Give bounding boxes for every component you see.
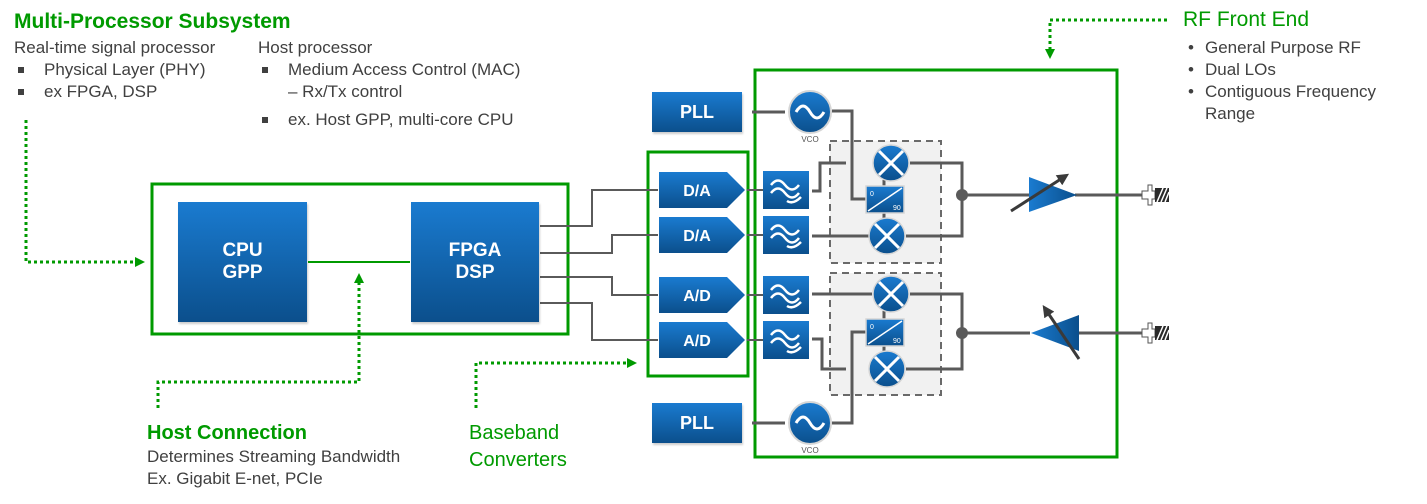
phase-rx-90-label: 90 bbox=[893, 338, 901, 345]
host-connection-line: Determines Streaming Bandwidth bbox=[147, 447, 401, 466]
realtime-item: Physical Layer (PHY) bbox=[14, 59, 215, 81]
converter-ad-2-label: A/D bbox=[683, 333, 711, 350]
mixer-icon bbox=[868, 350, 906, 388]
multi-processor-enclosure bbox=[150, 182, 570, 336]
filter-icon bbox=[763, 276, 809, 314]
rf-item: Contiguous Frequency bbox=[1183, 81, 1376, 103]
multi-processor-title: Multi-Processor Subsystem bbox=[14, 10, 291, 33]
host-processor-section: Host processor Medium Access Control (MA… bbox=[258, 37, 520, 131]
baseband-converters-label: Baseband Converters bbox=[469, 420, 567, 474]
rf-item: General Purpose RF bbox=[1183, 37, 1376, 59]
host-item-continuation: – Rx/Tx control bbox=[288, 82, 403, 101]
host-item: ex. Host GPP, multi-core CPU bbox=[258, 109, 520, 131]
phase-tx-0-label: 0 bbox=[870, 191, 874, 198]
rf-wires bbox=[752, 109, 1145, 425]
rf-front-end-list: General Purpose RF Dual LOs Contiguous F… bbox=[1183, 37, 1376, 125]
host-connection-callout-arrow bbox=[156, 273, 364, 408]
dsp-label: DSP bbox=[455, 262, 495, 283]
host-connection-title: Host Connection bbox=[147, 422, 307, 444]
tx-combiner-node bbox=[956, 189, 968, 201]
rx-splitter-node bbox=[956, 327, 968, 339]
host-connection-desc: Determines Streaming Bandwidth Ex. Gigab… bbox=[147, 446, 400, 490]
mixer-icon bbox=[868, 217, 906, 255]
rx-amplifier-icon bbox=[1031, 305, 1081, 360]
baseband-callout-arrow bbox=[474, 358, 637, 408]
converter-da-2-shape bbox=[659, 217, 745, 253]
pll-bottom-block: PLL bbox=[652, 403, 742, 443]
fpga-label: FPGA bbox=[448, 240, 502, 261]
rf-callout-arrow bbox=[1045, 18, 1167, 59]
host-connection-line: Ex. Gigabit E-net, PCIe bbox=[147, 469, 323, 488]
vco-bottom-label: VCO bbox=[801, 446, 818, 455]
mixers bbox=[868, 144, 910, 388]
vco-top-icon bbox=[788, 90, 832, 134]
rf-front-end-title: RF Front End bbox=[1183, 8, 1310, 31]
rf-front-end-enclosure bbox=[753, 68, 1119, 459]
filters bbox=[763, 171, 809, 359]
host-item: Medium Access Control (MAC) bbox=[258, 59, 520, 81]
tx-amplifier-icon bbox=[1010, 173, 1077, 213]
callout-arrows bbox=[24, 18, 1167, 408]
host-heading: Host processor bbox=[258, 38, 373, 57]
filter-icon bbox=[763, 321, 809, 359]
tx-antenna-connector-icon bbox=[1141, 184, 1170, 206]
rf-item: Dual LOs bbox=[1183, 59, 1376, 81]
converter-da-1-label: D/A bbox=[683, 183, 711, 200]
vco-bottom-icon bbox=[788, 401, 832, 445]
converter-da-2-label: D/A bbox=[683, 228, 711, 245]
pll-top-block: PLL bbox=[652, 92, 742, 132]
filter-icon bbox=[763, 171, 809, 209]
realtime-processor-section: Real-time signal processor Physical Laye… bbox=[14, 37, 215, 103]
phase-tx-90-label: 90 bbox=[893, 205, 901, 212]
baseband-converters-enclosure bbox=[646, 150, 750, 378]
vco-top-label: VCO bbox=[801, 135, 818, 144]
mixer-icon bbox=[872, 275, 910, 313]
filter-icon bbox=[763, 216, 809, 254]
baseband-line: Baseband bbox=[469, 422, 560, 444]
multiproc-callout-arrow bbox=[24, 120, 145, 267]
converter-ad-1-shape bbox=[659, 277, 745, 313]
converter-da-1-shape bbox=[659, 172, 745, 208]
realtime-item: ex FPGA, DSP bbox=[14, 81, 215, 103]
rf-item-continuation: Range bbox=[1205, 104, 1256, 123]
phase-rx-0-label: 0 bbox=[870, 324, 874, 331]
realtime-heading: Real-time signal processor bbox=[14, 38, 216, 57]
baseband-line: Converters bbox=[469, 449, 567, 471]
gpp-label: GPP bbox=[222, 262, 263, 283]
converters: D/A D/A A/D A/D bbox=[659, 172, 745, 358]
mixer-icon bbox=[872, 144, 910, 182]
rx-antenna-connector-icon bbox=[1141, 322, 1170, 344]
converter-ad-1-label: A/D bbox=[683, 288, 711, 305]
wires bbox=[308, 189, 763, 341]
cpu-label: CPU bbox=[222, 240, 263, 261]
phase-shifter-rx-icon bbox=[865, 318, 905, 347]
phase-shifter-tx-icon bbox=[865, 185, 905, 214]
converter-ad-2-shape bbox=[659, 322, 745, 358]
